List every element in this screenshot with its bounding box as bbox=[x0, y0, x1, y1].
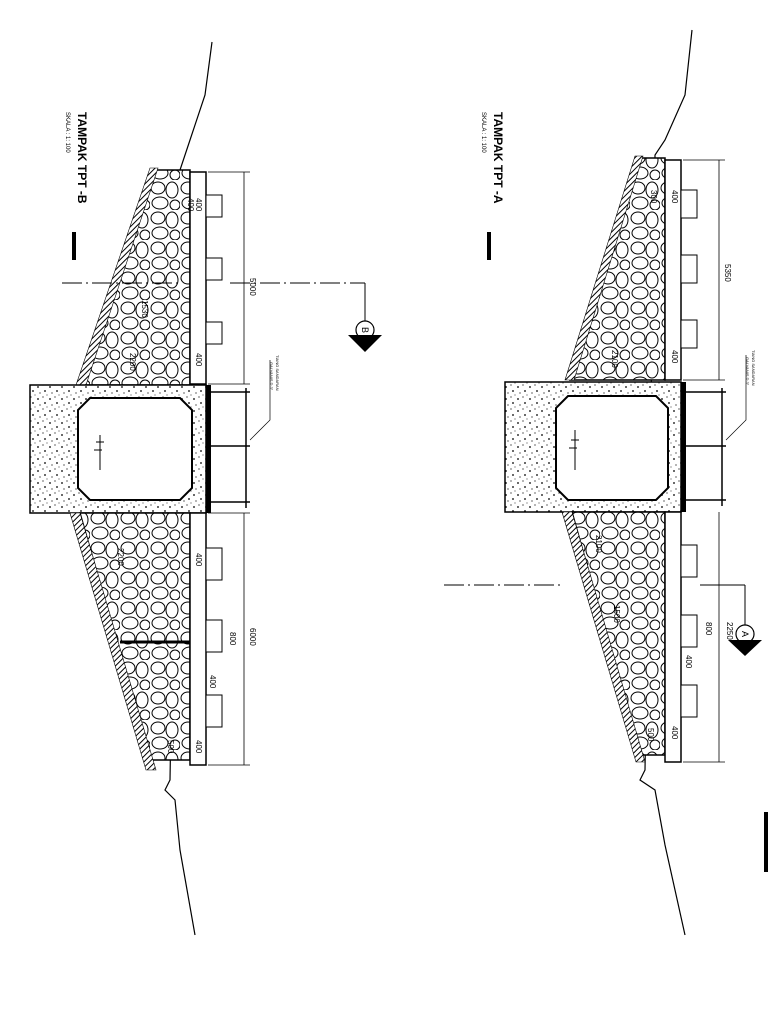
right-dim-top-edge: 300 bbox=[649, 190, 658, 204]
right-dimension-lines bbox=[683, 159, 725, 763]
section-b-arrow bbox=[348, 335, 382, 352]
right-lower-rubble-wall bbox=[571, 511, 666, 756]
left-title: TAMPAK TPT -B bbox=[75, 112, 89, 204]
left-dim-lower-tie: 400 bbox=[208, 675, 217, 689]
left-dim-base-upper: 2200 bbox=[128, 353, 137, 371]
right-dim-base-lower: 2100 bbox=[594, 535, 603, 553]
section-a-arrow bbox=[728, 640, 762, 656]
right-tie-blocks bbox=[680, 189, 698, 718]
right-scale: SKALA : 1: 100 bbox=[480, 112, 486, 153]
left-dim-bottom: 400 bbox=[194, 740, 203, 754]
left-note-2: GALVANIS D 3" bbox=[269, 362, 274, 391]
section-b-label: B bbox=[360, 327, 370, 333]
left-title-bar bbox=[72, 232, 76, 260]
left-dim-total-lower: 6000 bbox=[248, 628, 257, 646]
right-dim-lower-tie: 400 bbox=[684, 655, 693, 669]
right-note-2: GALVANIS D 3" bbox=[745, 357, 750, 386]
right-title: TAMPAK TPT -A bbox=[491, 112, 505, 204]
right-lower-slope-hatch bbox=[561, 511, 646, 763]
right-water-mark bbox=[569, 430, 579, 470]
left-scale: SKALA : 1: 100 bbox=[64, 112, 70, 153]
left-dim-top-cap: 400 bbox=[194, 198, 203, 212]
edge-mark bbox=[764, 812, 768, 872]
right-dim-bottom: 400 bbox=[670, 726, 679, 740]
right-railing bbox=[686, 388, 726, 506]
left-dim-tie: 400 bbox=[194, 353, 203, 367]
left-note-1: TIANG SANDARAN bbox=[275, 355, 280, 391]
right-note-leader bbox=[725, 355, 747, 441]
left-dim-mid: 1530 bbox=[140, 300, 149, 318]
left-ground-line bbox=[164, 41, 213, 936]
left-culvert-opening bbox=[77, 397, 193, 501]
right-dim-base-upper: 2100 bbox=[610, 350, 619, 368]
left-dim-base-lower: 2200 bbox=[116, 548, 125, 566]
left-dim-top: 400 bbox=[186, 198, 195, 212]
right-upper-slope-hatch bbox=[564, 155, 644, 381]
right-dim-mid-lower: 1500 bbox=[612, 605, 621, 623]
right-lower-cap bbox=[664, 511, 682, 763]
left-culvert-base bbox=[206, 385, 211, 513]
left-dim-tie-2: 400 bbox=[194, 553, 203, 567]
left-railing bbox=[211, 388, 250, 508]
left-dim-lower-mid: 800 bbox=[228, 632, 237, 646]
left-dim-total-upper: 5000 bbox=[248, 278, 257, 296]
left-water-mark bbox=[94, 435, 104, 470]
left-dimension-lines bbox=[208, 171, 250, 766]
right-culvert-opening bbox=[555, 395, 669, 501]
right-section-line bbox=[444, 584, 746, 630]
left-dim-lower-edge: 500 bbox=[166, 740, 175, 754]
right-dim-offset: 2250 bbox=[725, 622, 734, 640]
right-dim-lower-mid: 800 bbox=[704, 622, 713, 636]
left-note-leader bbox=[249, 360, 271, 441]
right-dim-total-upper: 5350 bbox=[723, 264, 732, 282]
left-view: B 5000 6000 400 400 1530 2200 400 2200 4… bbox=[29, 41, 382, 936]
left-tie-blocks bbox=[205, 194, 223, 728]
right-ground-line bbox=[639, 29, 693, 936]
right-dim-tie: 400 bbox=[670, 350, 679, 364]
right-title-bar bbox=[487, 232, 491, 260]
right-culvert-base bbox=[681, 382, 686, 512]
section-a-label: A bbox=[740, 631, 750, 637]
left-lower-cap bbox=[189, 512, 207, 766]
right-dim-top: 400 bbox=[670, 190, 679, 204]
right-view: A 5350 300 400 2100 400 2100 1500 800 40… bbox=[444, 29, 762, 936]
left-lower-slope-hatch bbox=[69, 512, 157, 771]
right-dim-lower-edge: 500 bbox=[646, 728, 655, 742]
right-note-1: TIANG SANDARAN bbox=[751, 350, 756, 386]
